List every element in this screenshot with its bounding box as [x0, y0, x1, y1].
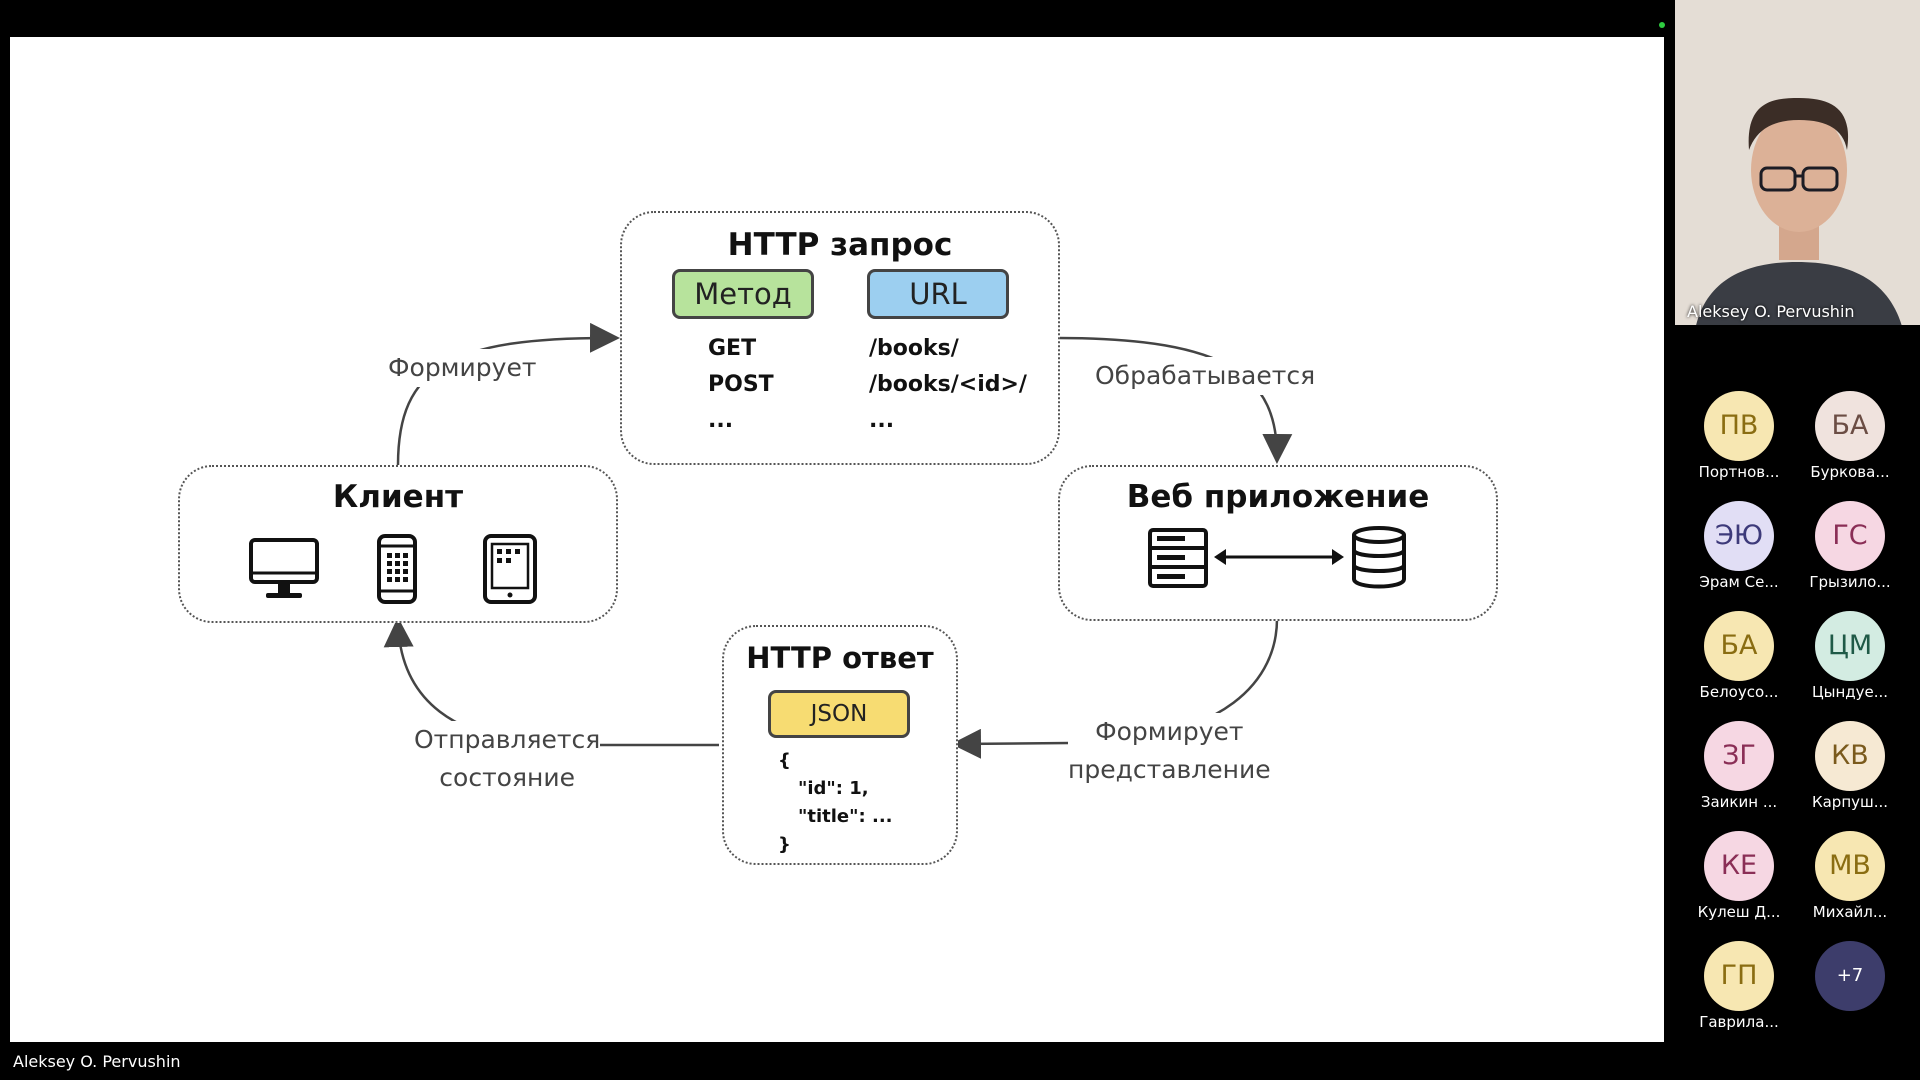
participant-name: Цындуе... [1811, 683, 1889, 701]
url-more: ... [869, 408, 895, 433]
tablet-icon [483, 534, 537, 604]
database-icon [1352, 526, 1406, 589]
url-books: /books/ [869, 336, 959, 361]
label-client-to-request: Формирует [388, 349, 537, 387]
participant-name: Кулеш Д... [1697, 903, 1781, 921]
json-line-open: { [778, 750, 791, 771]
phone-icon [377, 534, 417, 604]
client-box: Клиент [178, 465, 618, 623]
method-tag: Метод [672, 269, 814, 319]
participant-avatar: ЭЮ [1704, 501, 1774, 571]
json-line-close: } [778, 834, 791, 855]
json-body: { "id": 1, "title": ... } [778, 747, 893, 859]
participant-name: Грызило... [1809, 573, 1891, 591]
method-more: ... [708, 408, 734, 433]
url-book-id: /books/<id>/ [869, 372, 1027, 397]
presenter-video [1675, 0, 1920, 325]
url-tag: URL [867, 269, 1009, 319]
label-response-to-client-line2: состояние [439, 763, 575, 792]
label-response-to-client-line1: Отправляется [414, 725, 601, 754]
participant-avatar: МВ [1815, 831, 1885, 901]
bidirectional-arrow-icon [1214, 549, 1344, 565]
participant-avatar: ЗГ [1704, 721, 1774, 791]
participant-tile[interactable]: КЕ Кулеш Д... [1684, 831, 1794, 921]
participant-name: Михайл... [1812, 903, 1888, 921]
http-request-title: HTTP запрос [727, 227, 953, 263]
participant-tile[interactable]: БА Буркова... [1795, 391, 1905, 481]
participant-name: Заикин ... [1700, 793, 1778, 811]
json-line-title: "title": ... [798, 806, 893, 827]
participant-name: Гаврила... [1699, 1013, 1779, 1031]
method-get: GET [708, 336, 757, 361]
label-request-to-webapp: Обрабатывается [1095, 357, 1316, 395]
participant-tile[interactable]: ПВ Портнов... [1684, 391, 1794, 481]
participant-name: Белоусо... [1699, 683, 1779, 701]
url-list: /books/ /books/<id>/ ... [869, 331, 1027, 439]
participant-tile[interactable]: МВ Михайл... [1795, 831, 1905, 921]
http-response-title: HTTP ответ [746, 641, 934, 675]
shared-slide: HTTP запрос Метод URL GET POST ... /book… [10, 37, 1664, 1042]
label-webapp-to-response-line1: Формирует [1095, 717, 1244, 746]
label-webapp-to-response-line2: представление [1068, 755, 1271, 784]
participant-avatar: +7 [1815, 941, 1885, 1011]
participant-tile[interactable]: ЦМ Цындуе... [1795, 611, 1905, 701]
participant-avatar: ЦМ [1815, 611, 1885, 681]
participant-tile[interactable]: ЭЮ Эрам Се... [1684, 501, 1794, 591]
client-title: Клиент [332, 479, 464, 515]
status-dot-icon [1659, 22, 1665, 28]
participant-name: Карпуш... [1811, 793, 1889, 811]
server-icon [1148, 528, 1208, 588]
participant-tile[interactable]: ГП Гаврила... [1684, 941, 1794, 1031]
json-tag: JSON [768, 690, 910, 738]
label-webapp-to-response: Формирует представление [1068, 713, 1271, 789]
http-response-box: HTTP ответ JSON { "id": 1, "title": ... … [722, 625, 958, 865]
participant-name: Эрам Се... [1699, 573, 1779, 591]
monitor-icon [249, 538, 319, 598]
participant-avatar: КВ [1815, 721, 1885, 791]
participant-tile[interactable]: БА Белоусо... [1684, 611, 1794, 701]
screen-share-presenter-name: Aleksey O. Pervushin [13, 1052, 181, 1071]
participant-avatar: ПВ [1704, 391, 1774, 461]
participant-tile[interactable]: КВ Карпуш... [1795, 721, 1905, 811]
presenter-camera-name: Aleksey O. Pervushin [1687, 302, 1855, 321]
web-app-title: Веб приложение [1126, 479, 1430, 515]
presenter-camera-tile[interactable]: Aleksey O. Pervushin [1675, 0, 1920, 325]
participant-avatar: ГП [1704, 941, 1774, 1011]
participant-name: Портнов... [1698, 463, 1780, 481]
json-line-id: "id": 1, [798, 778, 869, 799]
label-response-to-client: Отправляется состояние [414, 721, 601, 797]
participant-tile[interactable]: +7 [1795, 941, 1905, 1031]
participant-avatar: БА [1815, 391, 1885, 461]
participant-avatar: КЕ [1704, 831, 1774, 901]
participant-avatar: ГС [1815, 501, 1885, 571]
method-post: POST [708, 372, 774, 397]
method-list: GET POST ... [708, 331, 774, 439]
participant-avatar: БА [1704, 611, 1774, 681]
participant-tile[interactable]: ГС Грызило... [1795, 501, 1905, 591]
http-request-box: HTTP запрос Метод URL GET POST ... /book… [620, 211, 1060, 465]
web-app-box: Веб приложение [1058, 465, 1498, 621]
participant-name: Буркова... [1810, 463, 1890, 481]
participant-tile[interactable]: ЗГ Заикин ... [1684, 721, 1794, 811]
